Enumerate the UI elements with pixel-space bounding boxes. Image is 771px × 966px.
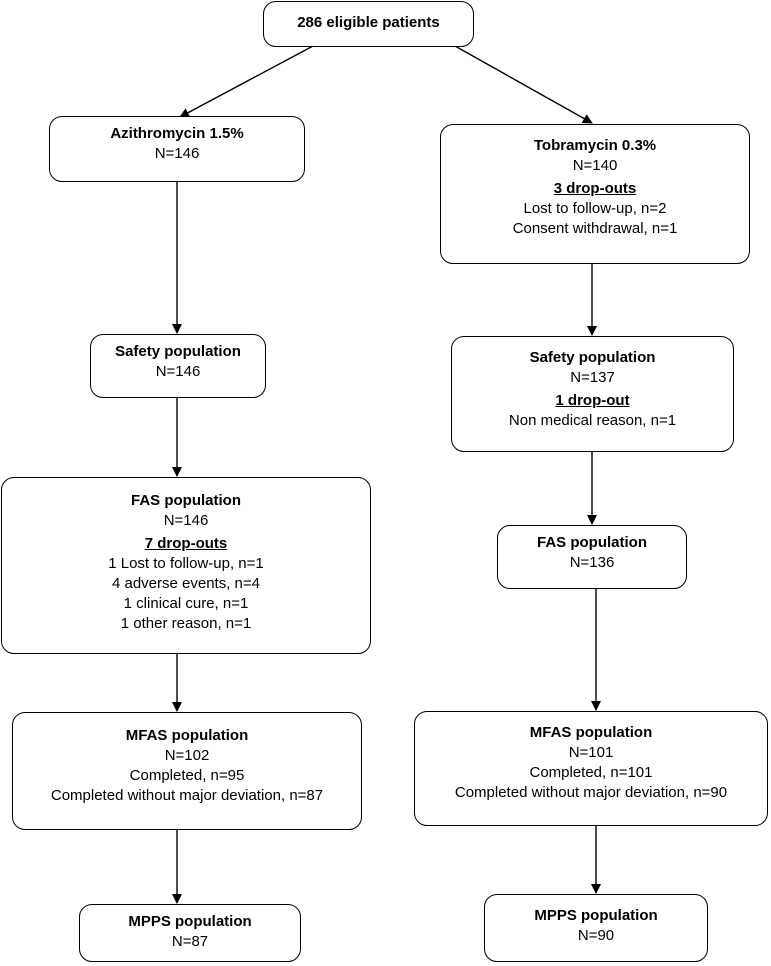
safety-count: N=146	[155, 363, 201, 380]
arm-dropout-reason: Consent withdrawal, n=1	[512, 220, 678, 237]
mfas-count: N=102	[164, 747, 210, 764]
fas-count: N=136	[569, 554, 615, 571]
right-safety-population-box: Safety population N=137 1 drop-out Non m…	[451, 336, 734, 452]
mpps-count: N=90	[577, 927, 615, 944]
mfas-completed-no-deviation: Completed without major deviation, n=90	[454, 784, 728, 801]
mfas-count: N=101	[568, 744, 614, 761]
mfas-title: MFAS population	[529, 724, 653, 741]
mfas-completed-no-deviation: Completed without major deviation, n=87	[50, 787, 324, 804]
arm-dropouts-heading: 3 drop-outs	[553, 180, 637, 197]
mfas-completed: Completed, n=95	[129, 767, 245, 784]
right-mfas-population-box: MFAS population N=101 Completed, n=101 C…	[414, 711, 768, 826]
left-safety-population-box: Safety population N=146	[90, 334, 266, 398]
safety-dropout-reason: Non medical reason, n=1	[508, 412, 677, 429]
mfas-title: MFAS population	[125, 727, 249, 744]
fas-dropout-reason: 1 other reason, n=1	[120, 615, 252, 632]
arm-title: Tobramycin 0.3%	[533, 137, 657, 154]
arm-dropout-reason: Lost to follow-up, n=2	[523, 200, 667, 217]
mfas-completed: Completed, n=101	[529, 764, 653, 781]
fas-dropouts-heading: 7 drop-outs	[144, 535, 228, 552]
fas-dropout-reason: 1 Lost to follow-up, n=1	[108, 555, 264, 572]
left-mfas-population-box: MFAS population N=102 Completed, n=95 Co…	[12, 712, 362, 830]
fas-title: FAS population	[131, 492, 241, 509]
safety-count: N=137	[570, 369, 615, 386]
right-fas-population-box: FAS population N=136	[497, 525, 687, 589]
safety-title: Safety population	[529, 349, 656, 366]
fas-dropout-reason: 1 clinical cure, n=1	[123, 595, 249, 612]
arrow-root-to-right	[454, 45, 593, 124]
eligible-patients-box: 286 eligible patients	[263, 1, 474, 47]
fas-dropout-reason: 4 adverse events, n=4	[111, 575, 260, 592]
mpps-title: MPPS population	[534, 907, 658, 924]
arm-count: N=140	[572, 157, 618, 174]
arrow-root-to-left	[179, 45, 314, 118]
tobramycin-arm-box: Tobramycin 0.3% N=140 3 drop-outs Lost t…	[440, 124, 750, 264]
mpps-count: N=87	[171, 933, 209, 950]
left-mpps-population-box: MPPS population N=87	[79, 904, 301, 962]
fas-count: N=146	[163, 512, 209, 529]
left-fas-population-box: FAS population N=146 7 drop-outs 1 Lost …	[1, 477, 371, 654]
arm-count: N=146	[154, 145, 200, 162]
arm-title: Azithromycin 1.5%	[110, 125, 244, 142]
right-mpps-population-box: MPPS population N=90	[484, 894, 708, 962]
safety-title: Safety population	[115, 343, 241, 360]
eligible-patients-label: 286 eligible patients	[297, 14, 440, 31]
azithromycin-arm-box: Azithromycin 1.5% N=146	[49, 116, 305, 182]
safety-dropouts-heading: 1 drop-out	[555, 392, 630, 409]
mpps-title: MPPS population	[128, 913, 252, 930]
fas-title: FAS population	[537, 534, 647, 551]
